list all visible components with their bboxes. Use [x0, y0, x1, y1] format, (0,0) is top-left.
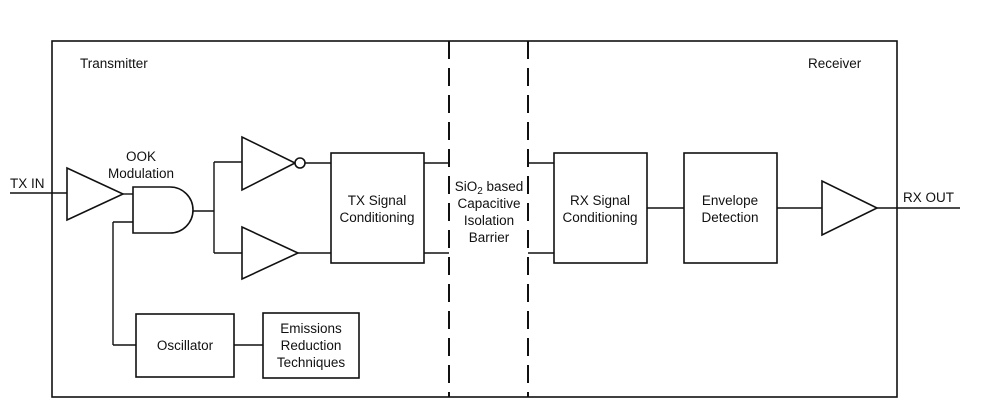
modulation-label: Modulation: [108, 166, 174, 181]
barrier-label-line4: Barrier: [469, 230, 510, 245]
ook-label: OOK: [126, 149, 156, 164]
envelope-detection-block: [683, 152, 778, 264]
transmitter-label: Transmitter: [80, 56, 148, 71]
inverter-bubble: [294, 157, 306, 169]
emissions-line1: Emissions: [280, 321, 342, 336]
receiver-label: Receiver: [808, 56, 862, 71]
inverting-buffer-triangle: [241, 135, 297, 192]
barrier-label-line1: SiO2 based: [455, 179, 524, 197]
oscillator-label: Oscillator: [157, 338, 214, 353]
and-gate: [132, 186, 194, 234]
rx-conditioning-line2: Conditioning: [562, 210, 637, 225]
emissions-line3: Techniques: [277, 355, 346, 370]
emissions-reduction-block: [262, 312, 360, 379]
envelope-line1: Envelope: [702, 193, 758, 208]
input-buffer-triangle: [66, 166, 125, 222]
tx-conditioning-line1: TX Signal: [348, 193, 407, 208]
rx-conditioning-line1: RX Signal: [570, 193, 630, 208]
non-inverting-buffer-triangle: [241, 225, 300, 281]
tx-in-label: TX IN: [10, 176, 45, 191]
rx-signal-conditioning-block: [553, 152, 648, 264]
tx-signal-conditioning-block: [330, 152, 425, 264]
emissions-line2: Reduction: [281, 338, 342, 353]
output-buffer-triangle: [821, 179, 879, 237]
barrier-label-line2: Capacitive: [457, 196, 520, 211]
tx-conditioning-line2: Conditioning: [339, 210, 414, 225]
barrier-label-line3: Isolation: [464, 213, 514, 228]
envelope-line2: Detection: [701, 210, 758, 225]
rx-out-label: RX OUT: [903, 190, 954, 205]
